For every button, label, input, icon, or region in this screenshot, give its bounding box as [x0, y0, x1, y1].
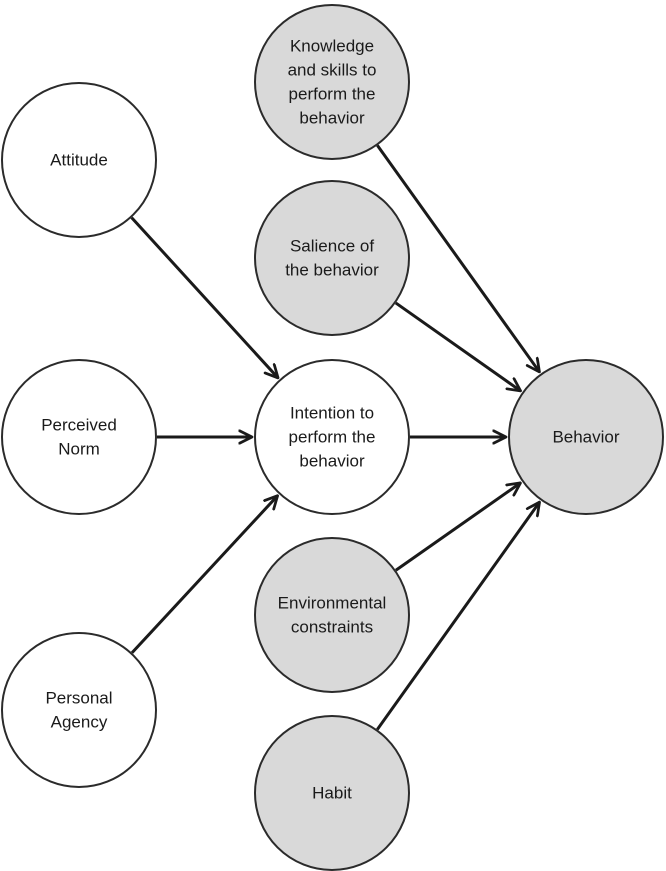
node-intention-circle: [254, 359, 410, 515]
node-behavior-circle: [508, 359, 664, 515]
node-habit: Habit: [254, 715, 410, 871]
node-behavior-label-line: Behavior: [552, 428, 619, 447]
arrow-agency-to-intention: [130, 496, 278, 654]
node-agency-label-line: Agency: [51, 713, 108, 732]
node-norm-label-line: Norm: [58, 440, 100, 459]
arrow-salience-to-behavior: [394, 301, 521, 391]
node-intention-label-line: behavior: [299, 452, 365, 471]
arrow-attitude-to-intention: [130, 216, 278, 378]
node-attitude-label-line: Attitude: [50, 151, 108, 170]
node-knowledge: Knowledge and skills to perform the behavio…: [254, 4, 410, 160]
arrow-environment-to-behavior: [395, 483, 521, 572]
node-attitude-circle: [1, 82, 157, 238]
node-environment-circle: [254, 537, 410, 693]
node-salience-circle: [254, 180, 410, 336]
node-salience-label-line: Salience of: [290, 237, 374, 256]
node-intention: Intention to perform the behavior: [254, 359, 410, 515]
node-intention-label-line: Intention to: [290, 404, 374, 423]
nodes-layer: Knowledge and skills to perform the behavio…: [1, 4, 664, 871]
node-behavior: Behavior: [508, 359, 664, 515]
node-knowledge-label-line: and skills to: [288, 61, 377, 80]
node-intention-label-line: perform the: [289, 428, 376, 447]
node-knowledge-circle: [254, 4, 410, 160]
node-habit-circle: [254, 715, 410, 871]
node-environment-label-line: Environmental: [278, 594, 387, 613]
node-habit-label-line: Habit: [312, 784, 352, 803]
node-norm-label-line: Perceived: [41, 416, 117, 435]
node-environment-label-line: constraints: [291, 618, 373, 637]
node-salience-label-line: the behavior: [285, 261, 379, 280]
arrow-knowledge-to-behavior: [376, 144, 539, 372]
node-knowledge-label-line: perform the: [289, 85, 376, 104]
arrows-layer: [130, 144, 540, 731]
node-knowledge-label-line: Knowledge: [290, 37, 374, 56]
node-salience: Salience of the behavior: [254, 180, 410, 336]
node-knowledge-label-line: behavior: [299, 109, 365, 128]
node-attitude: Attitude: [1, 82, 157, 238]
node-agency-circle: [1, 632, 157, 788]
node-agency-label-line: Personal: [45, 689, 112, 708]
node-norm-circle: [1, 359, 157, 515]
arrow-habit-to-behavior: [376, 502, 539, 731]
node-environment: Environmental constraints: [254, 537, 410, 693]
